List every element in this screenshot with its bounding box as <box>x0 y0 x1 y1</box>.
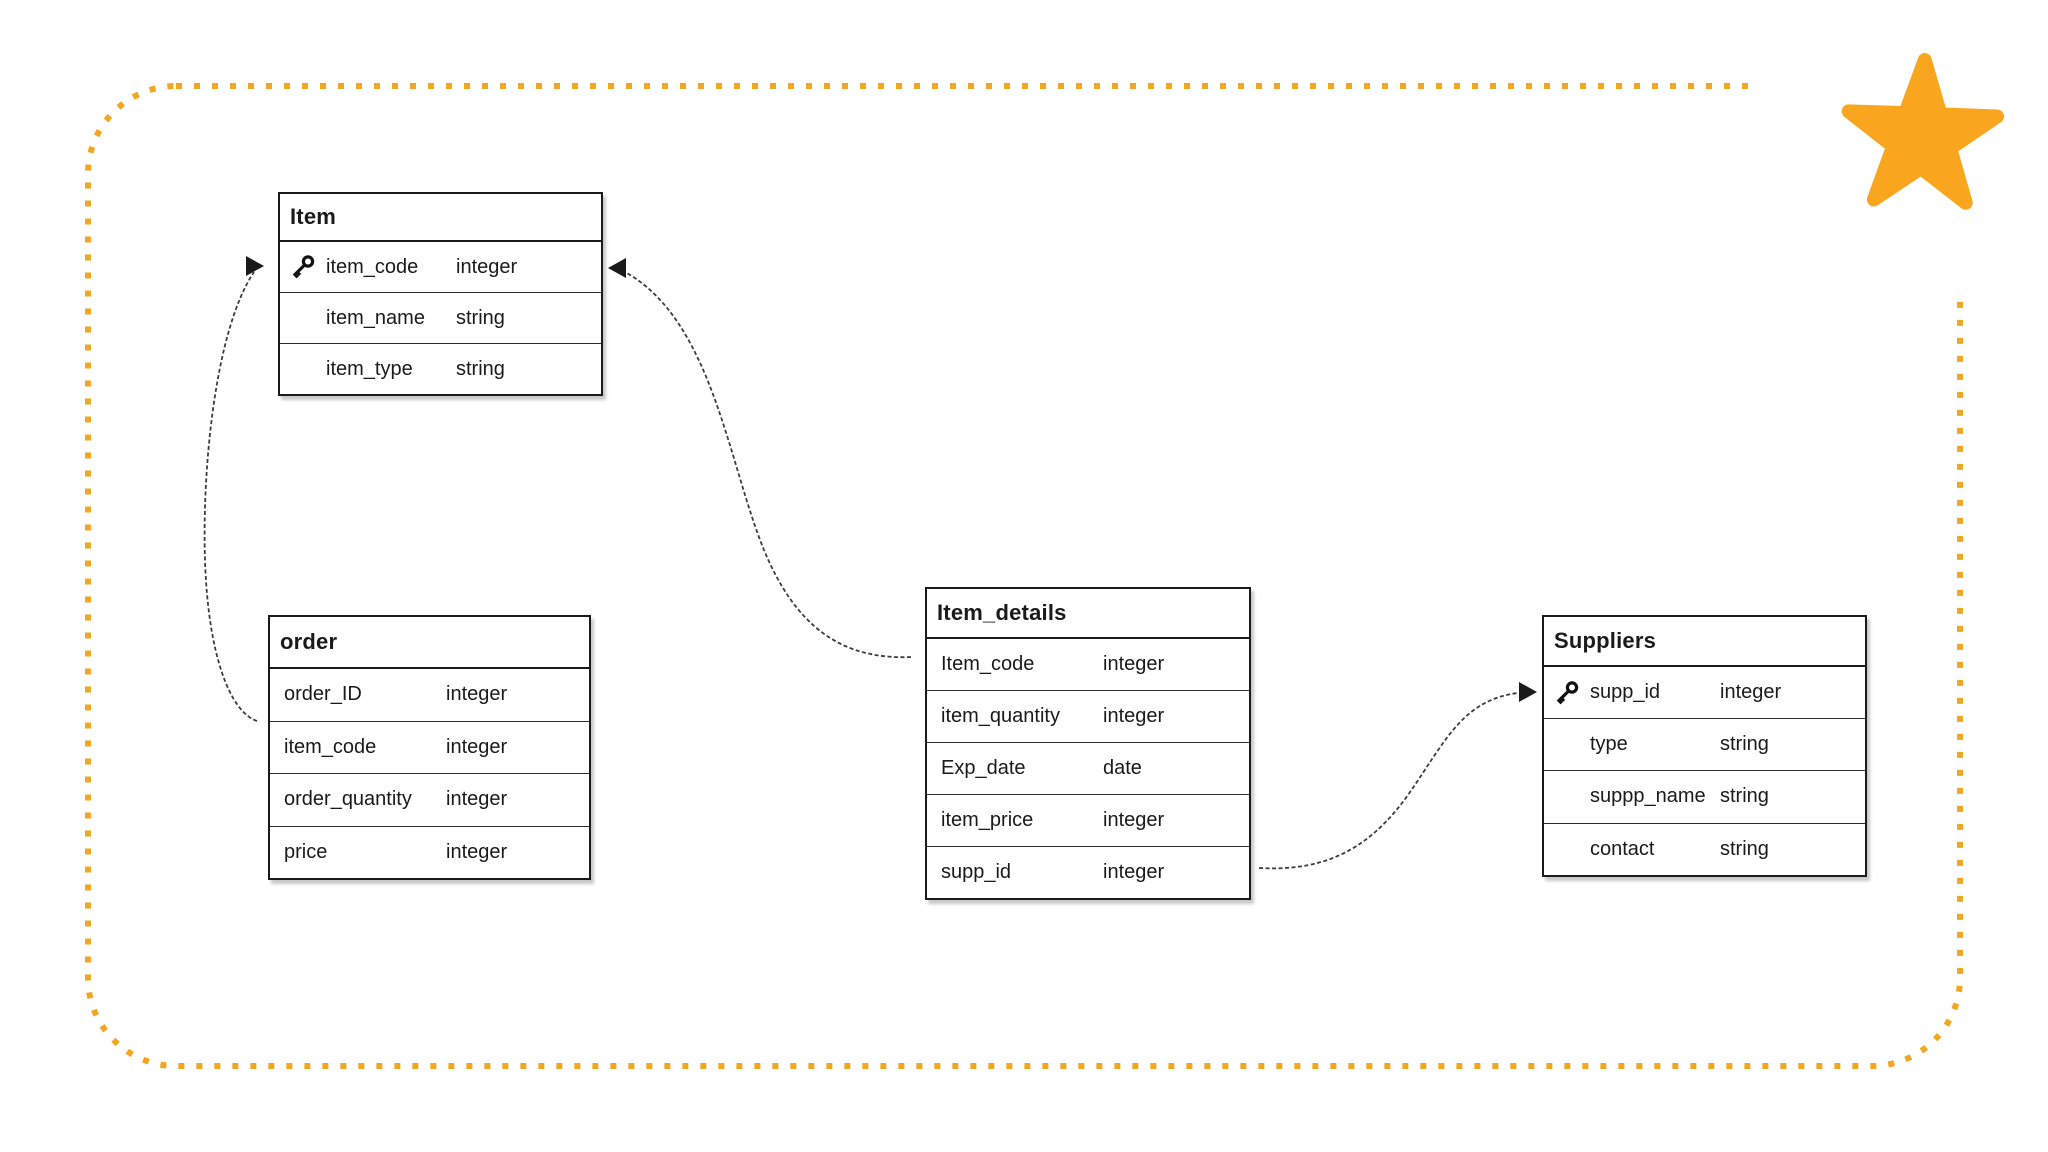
field-type: string <box>1720 837 1769 860</box>
field-type: integer <box>1103 653 1165 675</box>
table-name: Item_details <box>937 600 1067 625</box>
field-name: item_quantity <box>941 705 1060 727</box>
table-name: Item <box>290 204 337 229</box>
field-name: Item_code <box>941 653 1035 675</box>
field-row: Exp_date date <box>927 743 1249 795</box>
field-row: order_ID integer <box>270 669 589 722</box>
field-type: string <box>456 357 505 380</box>
field-row: item_name string <box>280 293 601 344</box>
arrowhead-suppliers-left <box>1519 682 1537 702</box>
field-row: supp_id integer <box>1544 667 1865 720</box>
field-name: order_ID <box>284 683 362 706</box>
relationship-itemdetails-to-suppliers <box>1258 692 1519 870</box>
field-name: item_code <box>284 735 377 758</box>
entity-table-item: Item item_code integer item_name string <box>278 192 603 396</box>
field-type: integer <box>446 840 508 863</box>
field-type: integer <box>446 788 508 811</box>
field-row: type string <box>1544 719 1865 772</box>
relationship-order-to-item <box>203 271 258 722</box>
key-icon <box>1552 678 1582 708</box>
field-type: integer <box>1103 809 1165 831</box>
entity-table-suppliers: Suppliers supp_id integer type string <box>1542 615 1867 877</box>
field-name: order_quantity <box>284 788 412 811</box>
field-name: supp_id <box>1590 681 1661 704</box>
field-type: integer <box>1103 861 1165 883</box>
field-name: item_name <box>326 306 425 329</box>
field-name: type <box>1590 733 1628 756</box>
field-row: Item_code integer <box>927 639 1249 691</box>
table-name: order <box>280 629 338 654</box>
field-name: item_code <box>326 255 419 278</box>
field-row: item_code integer <box>270 722 589 774</box>
field-name: item_type <box>326 357 413 380</box>
table-name: Suppliers <box>1554 628 1657 653</box>
field-name: item_price <box>941 809 1034 831</box>
dotted-border <box>85 83 1963 1069</box>
field-row: item_type string <box>280 344 601 394</box>
field-row: item_code integer <box>280 242 601 293</box>
field-type: integer <box>1720 681 1782 704</box>
table-title: order <box>270 617 589 669</box>
field-type: integer <box>446 683 508 706</box>
field-row: item_price integer <box>927 795 1249 847</box>
field-row: suppp_name string <box>1544 771 1865 824</box>
entity-table-item-details: Item_details Item_code integer item_quan… <box>925 587 1251 900</box>
field-name: suppp_name <box>1590 785 1706 808</box>
field-row: supp_id integer <box>927 847 1249 898</box>
field-name-row: contact string <box>1544 824 1865 875</box>
field-type: integer <box>1103 705 1165 727</box>
entity-table-order: order order_ID integer item_code integer… <box>268 615 591 880</box>
key-icon <box>288 252 318 282</box>
field-name: price <box>284 840 328 863</box>
table-title: Item <box>280 194 601 242</box>
field-row: price integer <box>270 827 589 879</box>
field-type: integer <box>446 735 508 758</box>
table-title: Item_details <box>927 589 1249 639</box>
field-type: string <box>456 306 505 329</box>
star-icon <box>1841 53 2004 210</box>
arrowhead-item-right <box>608 258 626 278</box>
field-type: string <box>1720 785 1769 808</box>
arrowhead-item-left <box>246 256 264 276</box>
field-type: date <box>1103 757 1142 779</box>
field-type: string <box>1720 733 1769 756</box>
table-title: Suppliers <box>1544 617 1865 667</box>
field-name: Exp_date <box>941 757 1026 779</box>
relationship-itemdetails-to-item <box>624 271 912 658</box>
field-type: integer <box>456 255 518 278</box>
field-name: contact <box>1590 837 1655 860</box>
field-row: item_quantity integer <box>927 691 1249 743</box>
field-name: supp_id <box>941 861 1012 883</box>
field-row: order_quantity integer <box>270 774 589 827</box>
